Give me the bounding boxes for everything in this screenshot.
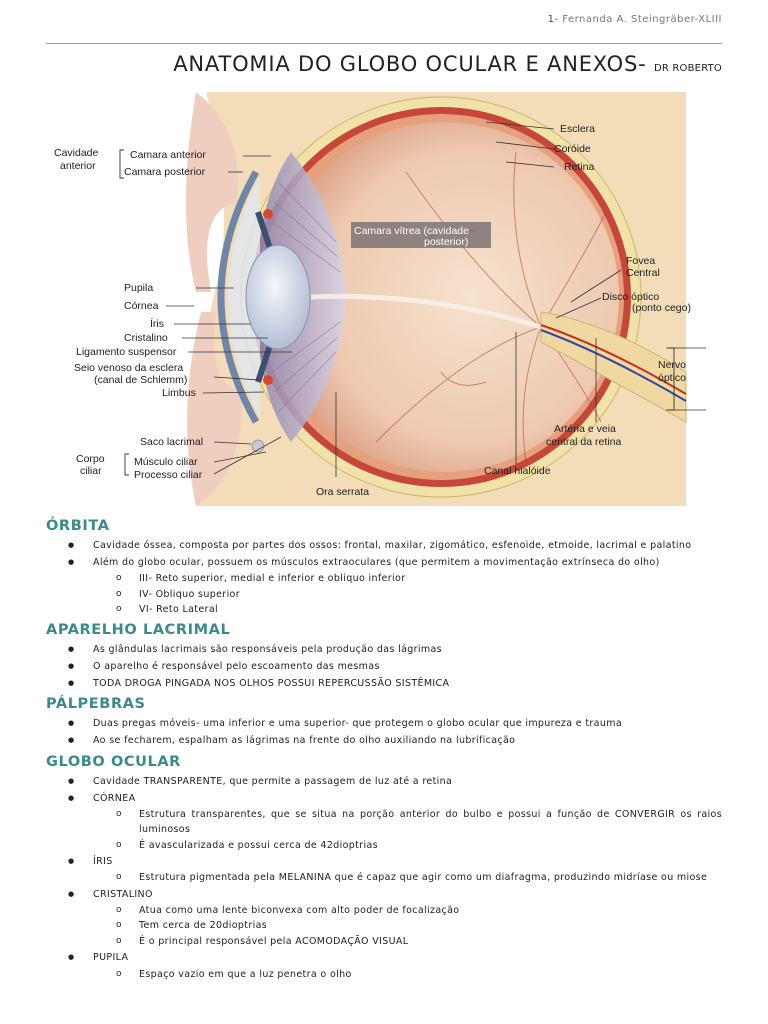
author-name: Fernanda A. Steingräber-XLIII	[562, 14, 722, 25]
label-cristalino: Cristalino	[124, 332, 168, 344]
sub-list-item: Tem cerca de 20dioptrias	[46, 918, 722, 934]
bracket-cavidade	[119, 149, 124, 179]
lower-eyelid	[187, 312, 242, 506]
sub-list-item: É o principal responsável pela ACOMODAÇÃ…	[46, 934, 722, 950]
label-canal: Canal hialóide	[484, 465, 551, 477]
label-processo: Processo ciliar	[134, 469, 203, 481]
leader-lines	[166, 121, 706, 477]
label-arteria-1: Artéria e veia	[554, 423, 616, 435]
list-item: As glândulas lacrimais são responsáveis …	[46, 641, 722, 658]
sub-list-item: Atua como uma lente biconvexa com alto p…	[46, 903, 722, 919]
page-number: 1-	[547, 14, 559, 25]
cornea	[217, 170, 260, 424]
heading-palpebras: PÁLPEBRAS	[46, 696, 146, 713]
label-camara-anterior: Camara anterior	[130, 149, 206, 161]
list-item: Cavidade TRANSPARENTE, que permite a pas…	[46, 773, 722, 790]
heading-globo-ocular: GLOBO OCULAR	[46, 753, 181, 770]
list-palpebras: Duas pregas móveis- uma inferior e uma s…	[46, 715, 722, 750]
label-camara-vitrea-2: posterior)	[424, 236, 468, 248]
label-cavidade-1: Cavidade	[54, 147, 99, 159]
list-item: ÍRIS	[46, 853, 722, 870]
list-item: PUPILA	[46, 949, 722, 966]
label-arteria-2: central da retina	[546, 436, 621, 448]
header-rule	[46, 43, 722, 44]
upper-eyelid	[186, 92, 238, 292]
label-saco: Saco lacrimal	[140, 436, 203, 448]
page-title: ANATOMIA DO GLOBO OCULAR E ANEXOS- DR RO…	[173, 52, 722, 76]
sub-list-item: Estrutura transparentes, que se situa na…	[46, 807, 722, 838]
list-item: TODA DROGA PINGADA NOS OLHOS POSSUI REPE…	[46, 675, 722, 692]
label-corpo-2: ciliar	[80, 465, 102, 477]
label-fovea-1: Fovea	[626, 255, 655, 267]
label-cavidade-2: anterior	[60, 160, 96, 172]
eye-anatomy-figure: Camara vítrea (cavidade posterior)	[46, 92, 722, 506]
label-esclera: Esclera	[560, 123, 595, 135]
notes-content: ÓRBITA Cavidade óssea, composta por part…	[46, 514, 722, 982]
label-ora: Ora serrata	[316, 486, 369, 498]
sub-list-item: IV- Obliquo superior	[46, 587, 722, 603]
label-pupila: Pupila	[124, 282, 153, 294]
label-retina: Retina	[564, 161, 595, 173]
label-nervo-2: óptico	[658, 372, 686, 384]
label-coroide: Coróide	[554, 143, 591, 155]
label-camara-posterior: Camara posterior	[124, 166, 206, 178]
limbus-vessel	[263, 209, 273, 219]
label-fovea-2: Central	[626, 267, 660, 279]
list-item: CRISTALINO	[46, 886, 722, 903]
list-orbita: Cavidade óssea, composta por partes dos …	[46, 537, 722, 618]
heading-aparelho-lacrimal: APARELHO LACRIMAL	[46, 621, 231, 638]
zonular-fibers	[271, 181, 341, 413]
label-disco-2: (ponto cego)	[632, 302, 691, 314]
vitreous-chamber	[269, 122, 619, 472]
bracket-nervo	[668, 347, 675, 411]
canal-of-schlemm	[263, 375, 273, 385]
eye-anatomy-illustration: Camara vítrea (cavidade posterior)	[54, 92, 706, 506]
sub-list-item: Estrutura pigmentada pela MELANINA que é…	[46, 870, 722, 886]
label-cornea: Córnea	[124, 300, 159, 312]
list-item: Duas pregas móveis- uma inferior e uma s…	[46, 715, 722, 732]
list-item: CÓRNEA	[46, 790, 722, 807]
list-item: Ao se fecharem, espalham as lágrimas na …	[46, 732, 722, 749]
lacrimal-sac	[251, 439, 265, 453]
title-subtitle: DR ROBERTO	[653, 63, 722, 74]
central-artery	[540, 324, 687, 395]
label-disco-1: Disco óptico	[602, 291, 659, 303]
sub-list-item: VI- Reto Lateral	[46, 602, 722, 618]
sub-list-item: III- Reto superior, medial e inferior e …	[46, 571, 722, 587]
label-musculo: Músculo ciliar	[134, 456, 198, 468]
label-nervo-1: Nervo	[658, 359, 686, 371]
label-seio-2: (canal de Schlemm)	[94, 374, 187, 386]
list-item: Além do globo ocular, possuem os músculo…	[46, 554, 722, 571]
list-item: O aparelho é responsável pelo escoamento…	[46, 658, 722, 675]
label-ligamento: Ligamento suspensor	[76, 346, 177, 358]
label-limbus: Limbus	[162, 387, 196, 399]
heading-orbita: ÓRBITA	[46, 518, 110, 534]
label-seio-1: Seio venoso da esclera	[74, 362, 183, 374]
sub-list-item: É avascularizada e possui cerca de 42dio…	[46, 838, 722, 854]
list-item: Cavidade óssea, composta por partes dos …	[46, 537, 722, 554]
bracket-corpo-ciliar	[124, 453, 129, 476]
page-header: 1- Fernanda A. Steingräber-XLIII	[548, 14, 722, 25]
anterior-chamber	[228, 176, 260, 418]
list-aparelho-lacrimal: As glândulas lacrimais são responsáveis …	[46, 641, 722, 693]
label-iris: Íris	[150, 317, 164, 330]
hyaloid-canal	[310, 293, 542, 330]
vitreous-label-box	[351, 222, 491, 248]
lens	[245, 244, 311, 350]
central-vein	[540, 329, 687, 402]
label-camara-vitrea-1: Camara vítrea (cavidade	[354, 225, 469, 237]
sub-list-item: Espaço vazio em que a luz penetra o olho	[46, 967, 722, 983]
label-corpo-1: Corpo	[76, 453, 105, 465]
list-globo-ocular: Cavidade TRANSPARENTE, que permite a pas…	[46, 773, 722, 983]
title-main: ANATOMIA DO GLOBO OCULAR E ANEXOS-	[173, 52, 647, 76]
